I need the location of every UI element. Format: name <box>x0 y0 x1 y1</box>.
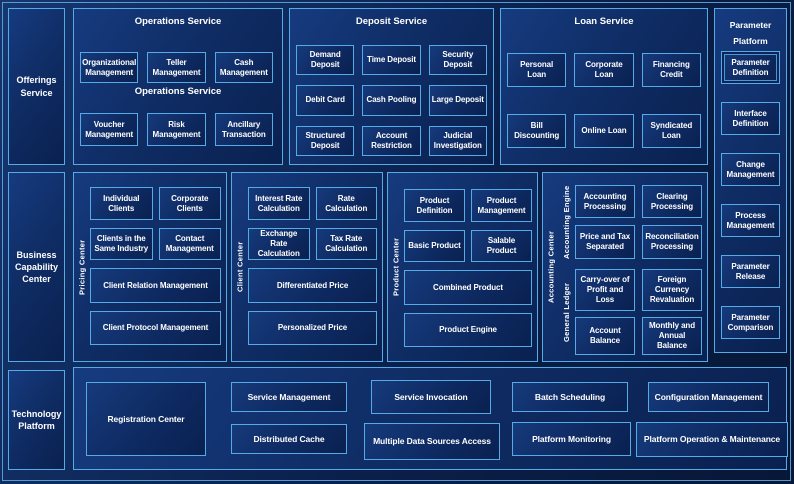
box-organizational-management: Organizational Management <box>80 52 139 83</box>
box-clearing-processing: Clearing Processing <box>642 185 702 218</box>
box-carry-over-of-profit-and-loss: Carry-over of Profit and Loss <box>575 269 635 311</box>
loan-service-title: Loan Service <box>574 16 634 27</box>
deposit-service-panel: Deposit Service Demand Deposit Time Depo… <box>289 8 494 165</box>
box-rate-calculation: Rate Calculation <box>315 187 377 220</box>
box-financing-credit: Financing Credit <box>641 53 701 87</box>
box-ancillary-transaction: Ancillary Transaction <box>214 113 273 146</box>
general-ledger-grid: Carry-over of Profit and Loss Foreign Cu… <box>575 269 702 355</box>
box-time-deposit: Time Deposit <box>362 45 421 76</box>
box-reconciliation-processing: Reconciliation Processing <box>642 225 702 259</box>
rail-offerings-service: Offerings Service <box>8 8 65 165</box>
accounting-engine-label: Accounting Engine <box>562 185 571 259</box>
box-cash-management: Cash Management <box>214 52 273 83</box>
box-product-definition: Product Definition <box>404 189 465 222</box>
box-demand-deposit: Demand Deposit <box>296 45 355 76</box>
box-basic-product: Basic Product <box>404 230 465 262</box>
operations-row-2: Voucher Management Risk Management Ancil… <box>80 113 273 146</box>
operations-service-panel: Operations Service Organizational Manage… <box>73 8 283 165</box>
operations-service-mid-title: Operations Service <box>134 86 222 97</box>
business-capability-center-label: Business Capability Center <box>14 249 58 285</box>
box-large-deposit: Large Deposit <box>428 85 487 116</box>
box-online-loan: Online Loan <box>574 114 634 148</box>
box-teller-management: Teller Management <box>147 52 206 83</box>
offerings-service-label: Offerings Service <box>16 75 57 98</box>
box-differentiated-price: Differentiated Price <box>248 268 377 303</box>
accounting-center-label: Accounting Center <box>546 230 556 304</box>
pricing-center-panel: Pricing Center Individual Clients Corpor… <box>73 172 227 362</box>
technology-platform-panel: Registration Center Service Management D… <box>73 367 788 470</box>
product-center-label: Product Center <box>391 237 401 297</box>
rail-business-capability-center: Business Capability Center <box>8 172 65 362</box>
box-debit-card: Debit Card <box>296 85 355 116</box>
loan-row-2: Bill Discounting Online Loan Syndicated … <box>507 114 701 148</box>
operations-row-1: Organizational Management Teller Managem… <box>80 52 273 83</box>
box-interest-rate-calculation: Interest Rate Calculation <box>248 187 310 220</box>
box-client-protocol-management: Client Protocol Management <box>90 311 221 345</box>
box-client-relation-management: Client Relation Management <box>90 268 221 303</box>
box-service-management: Service Management <box>231 382 347 412</box>
box-product-engine: Product Engine <box>404 313 532 347</box>
box-platform-operation-maintenance: Platform Operation & Maintenance <box>636 422 788 457</box>
loan-row-1: Personal Loan Corporate Loan Financing C… <box>507 53 701 87</box>
box-parameter-definition: Parameter Definition <box>721 51 780 84</box>
box-combined-product: Combined Product <box>404 270 532 305</box>
box-process-management: Process Management <box>721 204 780 237</box>
box-foreign-currency-revaluation: Foreign Currency Revaluation <box>642 269 702 311</box>
deposit-grid: Demand Deposit Time Deposit Security Dep… <box>296 45 487 156</box>
box-parameter-release: Parameter Release <box>721 255 780 288</box>
box-distributed-cache: Distributed Cache <box>231 424 347 454</box>
general-ledger-label: General Ledger <box>562 282 571 342</box>
technology-platform-label: Technology Platform <box>11 408 62 431</box>
parameter-platform-title: Parameter Platform <box>729 20 772 47</box>
parameter-platform-stack: Parameter Definition Interface Definitio… <box>721 51 780 339</box>
box-accounting-processing: Accounting Processing <box>575 185 635 218</box>
box-price-and-tax-separated: Price and Tax Separated <box>575 225 635 259</box>
box-interface-definition: Interface Definition <box>721 102 780 135</box>
deposit-service-title: Deposit Service <box>355 16 428 27</box>
loan-service-panel: Loan Service Personal Loan Corporate Loa… <box>500 8 708 165</box>
parameter-platform-panel: Parameter Platform Parameter Definition … <box>714 8 787 353</box>
box-personalized-price: Personalized Price <box>248 311 377 345</box>
rail-technology-platform: Technology Platform <box>8 370 65 470</box>
box-tax-rate-calculation: Tax Rate Calculation <box>315 228 377 260</box>
box-contact-management: Contact Management <box>158 228 221 260</box>
box-account-restriction: Account Restriction <box>362 125 421 156</box>
box-salable-product: Salable Product <box>471 230 532 262</box>
box-multiple-data-sources-access: Multiple Data Sources Access <box>364 423 500 460</box>
box-exchange-rate-calculation: Exchange Rate Calculation <box>248 228 310 260</box>
pricing-center-grid: Individual Clients Corporate Clients Cli… <box>90 187 221 345</box>
operations-service-title: Operations Service <box>134 16 222 27</box>
box-voucher-management: Voucher Management <box>80 113 139 146</box>
box-platform-monitoring: Platform Monitoring <box>512 422 631 456</box>
box-clients-same-industry: Clients in the Same Industry <box>90 228 153 260</box>
box-change-management: Change Management <box>721 153 780 186</box>
product-center-panel: Product Center Product Definition Produc… <box>387 172 538 362</box>
pricing-center-label: Pricing Center <box>77 239 87 295</box>
box-bill-discounting: Bill Discounting <box>507 114 567 148</box>
box-account-balance: Account Balance <box>575 317 635 355</box>
box-cash-pooling: Cash Pooling <box>362 85 421 116</box>
box-individual-clients: Individual Clients <box>90 187 153 220</box>
client-center-label: Client Center <box>235 241 245 293</box>
box-personal-loan: Personal Loan <box>507 53 567 87</box>
box-monthly-and-annual-balance: Monthly and Annual Balance <box>642 317 702 355</box>
box-structured-deposit: Structured Deposit <box>296 125 355 156</box>
client-center-panel: Client Center Interest Rate Calculation … <box>231 172 383 362</box>
box-judicial-investigation: Judicial Investigation <box>428 125 487 156</box>
box-corporate-loan: Corporate Loan <box>574 53 634 87</box>
accounting-center-panel: Accounting Center Accounting Engine Acco… <box>542 172 708 362</box>
box-corporate-clients: Corporate Clients <box>158 187 221 220</box>
box-syndicated-loan: Syndicated Loan <box>641 114 701 148</box>
box-configuration-management: Configuration Management <box>648 382 769 412</box>
box-batch-scheduling: Batch Scheduling <box>512 382 628 412</box>
product-center-grid: Product Definition Product Management Ba… <box>404 189 532 347</box>
box-risk-management: Risk Management <box>147 113 206 146</box>
box-service-invocation: Service Invocation <box>371 380 491 414</box>
box-parameter-comparison: Parameter Comparison <box>721 306 780 339</box>
box-registration-center: Registration Center <box>86 382 206 456</box>
box-security-deposit: Security Deposit <box>428 45 487 76</box>
client-center-grid: Interest Rate Calculation Rate Calculati… <box>248 187 377 345</box>
accounting-engine-grid: Accounting Processing Clearing Processin… <box>575 185 702 259</box>
box-product-management: Product Management <box>471 189 532 222</box>
